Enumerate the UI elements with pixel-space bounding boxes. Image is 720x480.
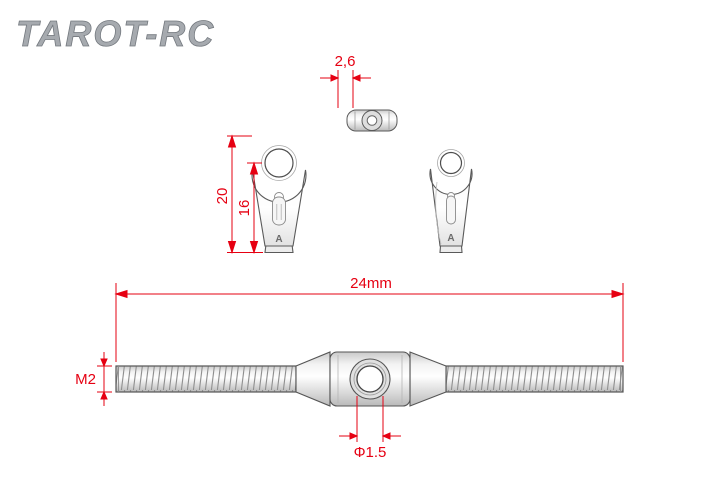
side-view-slot	[446, 195, 456, 225]
dimension-16: 16	[236, 161, 262, 255]
ball-link-top-view	[346, 109, 398, 132]
center-hole	[356, 365, 384, 393]
side-view-marker-a: A	[447, 233, 454, 244]
brand-logo: TAROT-RC	[16, 13, 215, 54]
dimension-24mm: 24mm	[114, 275, 625, 362]
dim-label-rod-length: 24mm	[350, 275, 392, 292]
ball-link-front-view: A	[251, 145, 307, 254]
dim-label-top-width: 2,6	[335, 53, 356, 70]
top-view-hole	[366, 115, 378, 126]
left-cone	[295, 351, 331, 407]
side-view-hole	[439, 151, 463, 175]
dimension-hole-dia: Φ1.5	[339, 396, 401, 461]
ball-link-side-view: A	[429, 149, 473, 254]
dim-label-thread: M2	[75, 371, 96, 388]
dimension-2-6: 2,6	[320, 53, 371, 108]
dim-label-hole: Φ1.5	[354, 444, 387, 461]
front-view-marker-a: A	[275, 234, 282, 245]
dimension-m2: M2	[75, 352, 112, 406]
dimension-20: 20	[214, 134, 263, 255]
front-view-slot	[272, 196, 286, 226]
right-cone	[409, 351, 447, 407]
front-view-hole	[264, 148, 294, 178]
dim-label-link-total: 20	[214, 188, 231, 205]
turnbuckle-rod	[115, 351, 624, 407]
front-view-foot	[264, 245, 294, 254]
dim-label-link-partial: 16	[236, 200, 253, 217]
side-view-foot	[439, 245, 463, 254]
